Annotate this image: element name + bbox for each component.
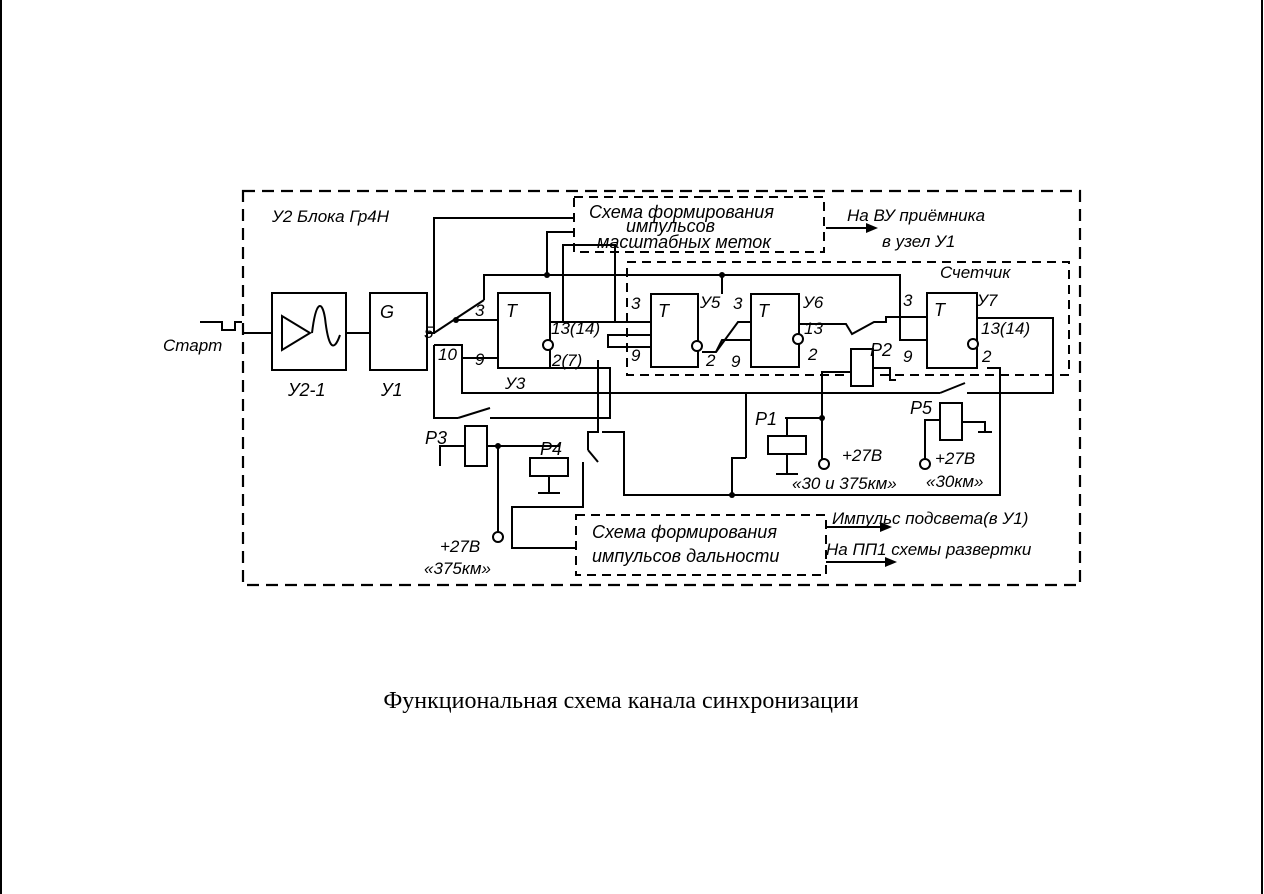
relay-p4 [529,457,569,477]
scale-marks-line1: Схема формирования [589,202,774,222]
trigger-u6 [750,293,800,368]
range-pulses-line2: импульсов дальности [592,546,779,566]
range-pulses-former [575,514,827,576]
range-pulses-line1: Схема формирования [592,522,777,542]
pin-9: 9 [631,346,641,365]
pin-2: 2 [807,345,818,364]
figure-caption: Функциональная схема канала синхронизаци… [383,688,859,714]
relay-p5 [939,402,963,441]
ground-icon [873,367,896,381]
inverted-output-icon [691,340,703,352]
pin-13-14: 13(14) [981,319,1030,338]
u5-label: У5 [699,293,721,312]
amplifier-triangle-icon [281,314,312,352]
pin-2: 2 [981,347,992,366]
supply-375-voltage: +27В [440,537,480,556]
scale-marks-former [573,196,825,253]
arrow-head-icon [866,223,878,233]
relay-p5-label: Р5 [910,398,933,418]
supply-r5-label: «30км» [926,472,984,491]
u1-label: У1 [380,380,403,400]
ground-icon [538,476,560,494]
output-pp1: На ПП1 схемы развертки [826,540,1032,559]
output-vu-line2: в узел У1 [882,232,955,251]
terminal-icon [818,458,830,470]
trigger-symbol: T [658,301,671,321]
pin-13: 13 [804,319,823,338]
counter-enclosure [626,261,1070,376]
trigger-symbol: T [758,301,771,321]
generator-u1 [369,292,428,371]
relay-p2-label: Р2 [870,340,892,360]
terminal-icon [919,458,931,470]
pin-9: 9 [903,347,913,366]
trigger-symbol: T [506,301,519,321]
start-pulse-icon [200,321,242,331]
inverted-output-icon [967,338,979,350]
pin-10: 10 [438,345,457,364]
pin-3: 3 [903,291,913,310]
relay-p1-label: Р1 [755,409,777,429]
supply-r1-label: «30 и 375км» [792,474,897,493]
relay-p4-label: Р4 [540,439,562,459]
arrow-head-icon [880,522,892,532]
u3-label: У3 [504,374,526,393]
u7-label: У7 [976,291,998,310]
inverted-output-icon [542,339,554,351]
pin-3: 3 [733,294,743,313]
ground-icon [439,445,465,466]
wiring [427,217,1054,549]
u2-1-label: У2-1 [287,380,326,400]
block-enclosure [241,189,1082,587]
supply-r1-voltage: +27В [842,446,882,465]
ground-icon [962,421,992,433]
scale-marks-line3: масштабных меток [597,232,772,252]
generator-symbol: G [380,302,394,322]
inverted-output-icon [792,333,804,345]
pin-2-7: 2(7) [551,351,582,370]
counter-label: Счетчик [940,263,1011,282]
relay-p3-label: Р3 [425,428,447,448]
scale-marks-line2: импульсов [626,216,715,236]
pin-13-14: 13(14) [551,319,600,338]
u6-label: У6 [802,293,824,312]
trigger-symbol: T [934,300,947,320]
supply-r5-voltage: +27В [935,449,975,468]
ground-icon [776,454,798,475]
pin-9: 9 [475,350,485,369]
start-label: Старт [163,336,222,355]
trigger-u3 [497,292,551,369]
terminal-icon [492,531,504,543]
relay-p1 [767,435,807,455]
relay-p3 [464,425,488,467]
output-vu-line1: На ВУ приёмника [847,206,985,225]
waveform-icon [311,305,341,347]
trigger-u5 [650,293,699,368]
pin-9: 9 [731,352,741,371]
output-highlight: Импульс подсвета(в У1) [832,509,1028,528]
trigger-u7 [926,292,978,369]
supply-375-label: «375км» [424,559,491,578]
block-title: У2 Блока Гр4Н [271,207,390,226]
arrow-head-icon [885,557,897,567]
pin-2: 2 [705,351,716,370]
pin-3: 3 [475,301,485,320]
pin-3: 3 [631,294,641,313]
